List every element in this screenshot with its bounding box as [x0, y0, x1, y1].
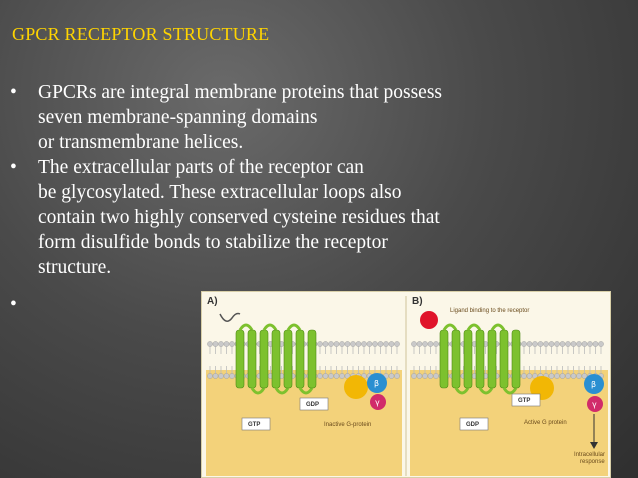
- gpcr-diagram-figure: A) β γ GDP GTP Inactive G-protein B) Lig…: [201, 291, 611, 478]
- panel-b-header: Ligand binding to the receptor: [450, 308, 529, 314]
- gdp-label: GDP: [306, 402, 319, 408]
- response-label-line1: Intracellular: [574, 452, 605, 458]
- bullet-line: or transmembrane helices.: [38, 132, 244, 153]
- bullet-item-1: • GPCRs are integral membrane proteins t…: [10, 80, 630, 155]
- panel-b-label: B): [412, 296, 423, 307]
- g-gamma-subunit: [370, 394, 386, 410]
- ligand: [420, 311, 438, 329]
- slide-title: GPCR RECEPTOR STRUCTURE: [12, 24, 270, 44]
- gdp-label: GDP: [466, 422, 479, 428]
- n-terminus-tail: [219, 312, 241, 322]
- g-alpha-subunit: [344, 375, 368, 399]
- gtp-label: GTP: [248, 422, 260, 428]
- bullet-line: form disulfide bonds to stabilize the re…: [38, 232, 388, 253]
- gamma-label: γ: [592, 400, 597, 409]
- panel-b: B) Ligand binding to the receptor β γ GT…: [410, 296, 608, 476]
- beta-label: β: [591, 380, 596, 389]
- bullet-marker: •: [10, 157, 17, 178]
- cytoplasm-region: [410, 370, 608, 476]
- bullet-line: seven membrane-spanning domains: [38, 107, 318, 128]
- bullet-line: be glycosylated. These extracellular loo…: [38, 182, 402, 203]
- bullet-marker: •: [10, 294, 17, 315]
- gdp-box: [459, 417, 489, 431]
- panel-a: A) β γ GDP GTP Inactive G-protein: [206, 296, 402, 476]
- bullet-list: • GPCRs are integral membrane proteins t…: [10, 80, 630, 317]
- gtp-label: GTP: [518, 398, 530, 404]
- panel-a-label: A): [207, 296, 218, 307]
- transmembrane-helices: [235, 323, 317, 395]
- gtp-box: [241, 417, 271, 431]
- gpcr-diagram: A) β γ GDP GTP Inactive G-protein B) Lig…: [206, 296, 608, 476]
- gdp-box: [299, 397, 329, 411]
- gtp-box: [511, 393, 541, 407]
- bullet-line: contain two highly conserved cysteine re…: [38, 207, 440, 228]
- bullet-line: GPCRs are integral membrane proteins tha…: [38, 82, 443, 103]
- bullet-marker: •: [10, 82, 17, 103]
- g-beta-subunit: [584, 374, 604, 394]
- panel-b-caption: Active G protein: [524, 420, 567, 426]
- gamma-label: γ: [375, 398, 380, 407]
- beta-label: β: [374, 379, 379, 388]
- bullet-item-2: • The extracellular parts of the recepto…: [10, 155, 630, 280]
- transmembrane-helices: [439, 323, 521, 395]
- g-gamma-subunit: [587, 396, 603, 412]
- bullet-item-3: •: [10, 292, 630, 317]
- bullet-line: structure.: [38, 257, 112, 278]
- panel-a-caption: Inactive G-protein: [324, 422, 371, 428]
- response-label-line2: response: [580, 459, 605, 465]
- g-beta-subunit: [367, 373, 387, 393]
- bullet-line: The extracellular parts of the receptor …: [38, 157, 364, 178]
